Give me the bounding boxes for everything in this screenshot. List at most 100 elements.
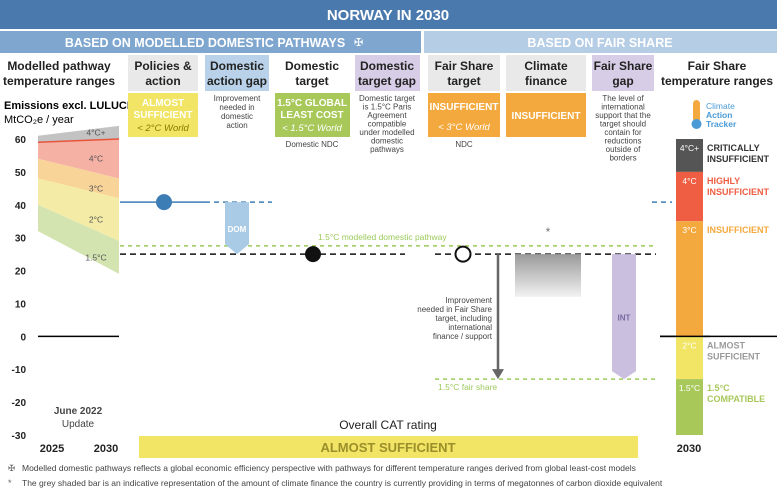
fair-range-rating-label: INSUFFICIENT bbox=[707, 154, 770, 164]
pathway-band bbox=[38, 125, 119, 143]
header-dom-gap-line1: Domestic bbox=[210, 59, 264, 73]
footnote-1-text: Modelled domestic pathways reflects a gl… bbox=[22, 463, 636, 473]
note-line: needed in Fair Share bbox=[417, 305, 492, 314]
fair-range-segment bbox=[676, 171, 703, 222]
y-tick-label: 60 bbox=[15, 135, 27, 146]
thermometer-icon bbox=[693, 100, 700, 122]
fair-range-segment bbox=[676, 336, 703, 380]
note-line: under modelled bbox=[359, 128, 414, 137]
fair-range-rating-label: CRITICALLY bbox=[707, 143, 760, 153]
y-tick-label: 50 bbox=[15, 168, 27, 179]
fair-target-marker bbox=[454, 245, 472, 263]
header-climate-finance-bg bbox=[506, 55, 586, 91]
update-label-line1: June 2022 bbox=[54, 406, 103, 417]
note-line: domestic bbox=[221, 112, 253, 121]
logo-line1: Climate bbox=[706, 101, 735, 111]
header-dom-target-line1: Domestic bbox=[285, 59, 339, 73]
note-line: pathways bbox=[370, 145, 404, 154]
climate-finance-bar bbox=[515, 254, 581, 297]
note-line: reductions bbox=[605, 137, 642, 146]
header-fair-target-bg bbox=[428, 55, 500, 91]
x-tick-label: 2030 bbox=[677, 443, 701, 455]
header-climate-finance-line1: Climate bbox=[524, 59, 568, 73]
climate-finance-star: * bbox=[546, 225, 551, 239]
fair-range-rating-label: COMPATIBLE bbox=[707, 394, 765, 404]
dom-target-rating-line2: LEAST COST bbox=[280, 110, 343, 121]
header-fair-target-line2: target bbox=[447, 74, 480, 88]
logo-line3: Tracker bbox=[706, 119, 737, 129]
note-line: needed in bbox=[219, 103, 254, 112]
note-line: domestic bbox=[371, 137, 403, 146]
fair-range-segment bbox=[676, 379, 703, 435]
pathway-band-label: 4°C+ bbox=[86, 127, 105, 137]
header-pathway-bg bbox=[0, 55, 118, 91]
pathway-band-label: 4°C bbox=[89, 154, 103, 164]
note-line: Improvement bbox=[214, 94, 261, 103]
y-tick-label: -20 bbox=[12, 398, 27, 409]
y-tick-label: 40 bbox=[15, 201, 27, 212]
header-climate-finance-line2: finance bbox=[525, 74, 567, 88]
y-tick-label: -30 bbox=[12, 431, 27, 442]
header-pathway-line2: temperature ranges bbox=[3, 74, 115, 88]
overall-label: Overall CAT rating bbox=[339, 418, 437, 432]
y-tick-label: 10 bbox=[15, 299, 27, 310]
domestic-target-marker bbox=[305, 246, 321, 263]
header-fair-target-line1: Fair Share bbox=[435, 59, 494, 73]
header-fair-ranges-line1: Fair Share bbox=[688, 59, 747, 73]
header-dom-target-line2: target bbox=[295, 74, 328, 88]
header-policies-bg bbox=[128, 55, 198, 91]
header-fair-ranges-line2: temperature ranges bbox=[661, 74, 773, 88]
pathway-4c-line bbox=[37, 138, 120, 144]
footnote-2-mark: * bbox=[8, 478, 12, 488]
fair-range-temp-label: 4°C bbox=[682, 176, 696, 186]
note-line: Domestic target bbox=[359, 94, 416, 103]
y-tick-label: -10 bbox=[12, 365, 27, 376]
fair-target-rating-box bbox=[428, 93, 500, 137]
fair-range-segment bbox=[676, 139, 703, 172]
fair-share-ranges: 4°C+4°C3°C2°C1.5°CCRITICALLYINSUFFICIENT… bbox=[660, 139, 770, 435]
fair-range-rating-label: 1.5°C bbox=[707, 383, 730, 393]
header-policies-line2: action bbox=[145, 74, 180, 88]
note-line: international bbox=[601, 103, 645, 112]
climate-finance-rating-line1: INSUFFICIENT bbox=[512, 111, 581, 122]
note-line: finance / support bbox=[433, 332, 493, 341]
fair-range-temp-label: 1.5°C bbox=[679, 383, 700, 393]
note-line: action bbox=[226, 121, 247, 130]
y-tick-label: 20 bbox=[15, 267, 27, 278]
unit-label: MtCO₂e / year bbox=[4, 114, 74, 126]
update-label-line2: Update bbox=[62, 419, 95, 430]
y-tick-label: 0 bbox=[20, 332, 26, 343]
overall-rating-bar bbox=[139, 436, 638, 458]
fair-range-segment bbox=[676, 221, 703, 337]
logo-line2: Action bbox=[706, 110, 732, 120]
policies-marker bbox=[156, 194, 172, 211]
fair-range-rating-label: SUFFICIENT bbox=[707, 351, 761, 361]
header-dom-target-gap-line1: Domestic bbox=[360, 59, 414, 73]
modelled-pathway-label: 1.5°C modelled domestic pathway bbox=[318, 232, 447, 242]
policies-rating-line1: ALMOST bbox=[142, 98, 184, 109]
pathway-band bbox=[38, 178, 119, 241]
header-fair-gap-line2: gap bbox=[612, 74, 633, 88]
fair-target-rating-line1: INSUFFICIENT bbox=[430, 102, 499, 113]
header-pathway-line1: Modelled pathway bbox=[7, 59, 111, 73]
page-title: NORWAY IN 2030 bbox=[327, 7, 449, 24]
note-line: Improvement bbox=[445, 296, 492, 305]
cat-logo: Climate Action Tracker bbox=[691, 100, 737, 129]
emissions-label: Emissions excl. LULUCF bbox=[4, 100, 134, 112]
note-line: support that the bbox=[595, 111, 651, 120]
int-gap-arrow bbox=[612, 254, 636, 380]
band-fair-share bbox=[424, 31, 777, 53]
pathway-band-label: 3°C bbox=[89, 183, 103, 193]
fair-range-temp-label: 3°C bbox=[682, 225, 696, 235]
header-dom-gap-bg bbox=[205, 55, 269, 91]
header-dom-target-gap-line2: target gap bbox=[358, 74, 416, 88]
fair-share-label: 1.5°C fair share bbox=[438, 382, 497, 392]
pathway-band bbox=[38, 139, 119, 179]
dom-ndc-label: Domestic NDC bbox=[286, 140, 339, 149]
pathway-band bbox=[38, 204, 119, 274]
policies-rating-world: < 2°C World bbox=[137, 123, 189, 134]
